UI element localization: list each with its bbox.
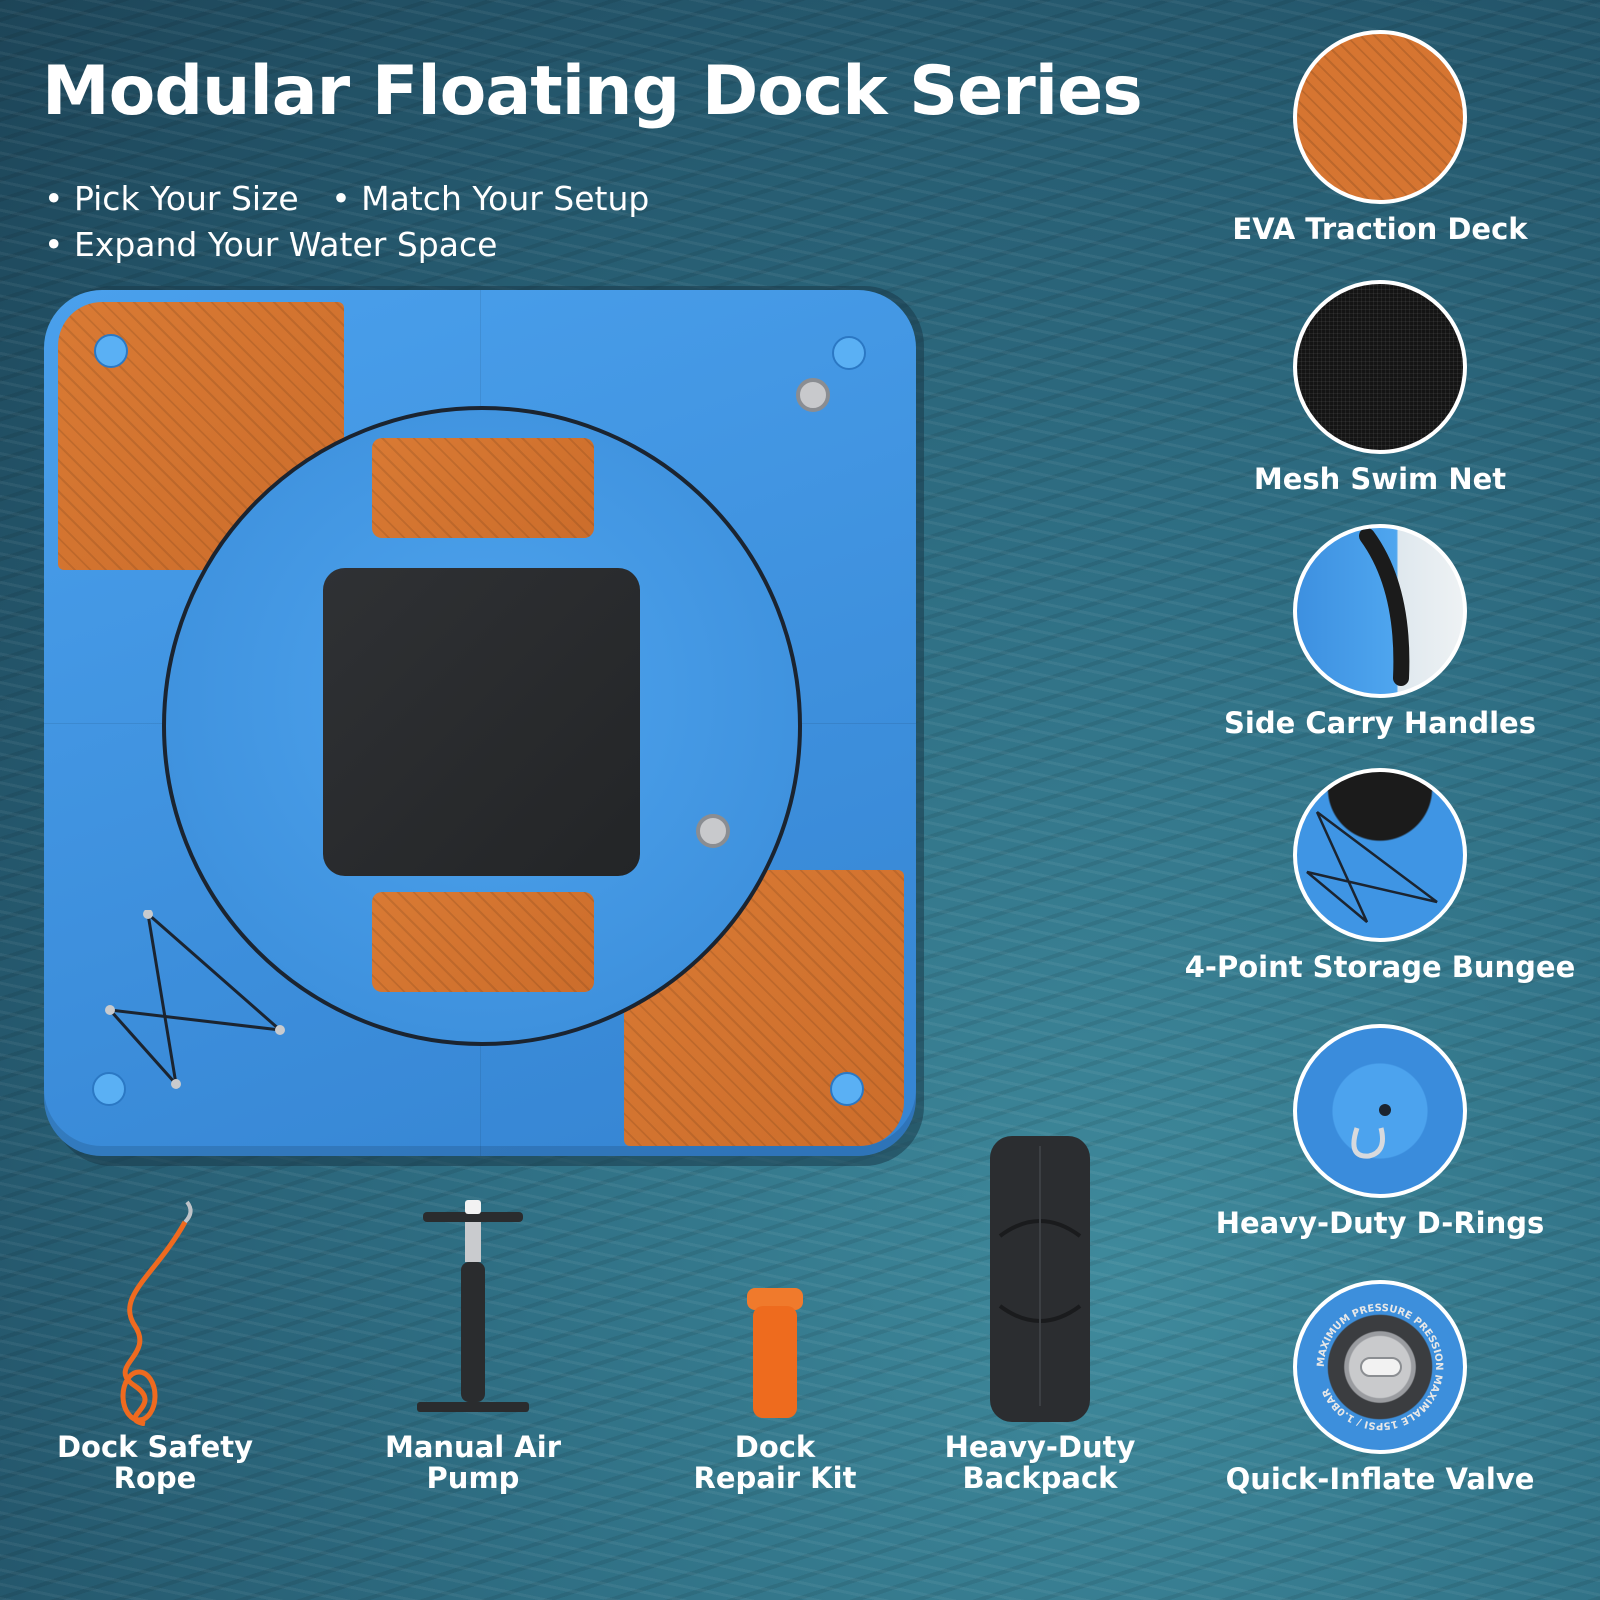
d-ring-detail-icon — [1293, 1024, 1467, 1198]
accessory-label-line1: Dock Safety — [56, 1430, 254, 1464]
feature-side-carry-handles: Side Carry Handles — [1180, 524, 1580, 740]
ring-deck-pad-bottom — [372, 892, 594, 992]
bullet-expand-space: • Expand Your Water Space — [44, 225, 498, 264]
safety-rope-icon — [120, 1200, 193, 1427]
mesh-net-swatch-icon — [1293, 280, 1467, 454]
feature-label: Side Carry Handles — [1224, 706, 1536, 740]
center-swim-net — [323, 568, 640, 876]
bungee-cord-icon — [105, 910, 285, 1089]
floating-dock-image — [44, 290, 916, 1156]
carry-handle-icon — [1293, 524, 1467, 698]
feature-storage-bungee: 4-Point Storage Bungee — [1180, 768, 1580, 984]
d-ring-icon — [92, 1072, 126, 1106]
accessory-repair-kit: Dock Repair Kit — [660, 1196, 890, 1494]
feature-label: Mesh Swim Net — [1253, 462, 1507, 496]
feature-label: Heavy-Duty D-Rings — [1215, 1206, 1545, 1240]
accessory-label-line2: Backpack — [962, 1461, 1118, 1495]
accessory-air-pump: Manual Air Pump — [358, 1196, 588, 1494]
accessory-label-line1: Heavy-Duty — [944, 1430, 1136, 1464]
repair-kit-icon — [747, 1288, 803, 1418]
feature-label: 4-Point Storage Bungee — [1184, 950, 1576, 984]
valve-icon — [796, 378, 830, 412]
accessory-label-line2: Repair Kit — [693, 1461, 857, 1495]
backpack-icon — [990, 1136, 1090, 1422]
valve-detail-icon: MAXIMUM PRESSURE PRESSION MAXIMALE 15PSI… — [1293, 1280, 1467, 1454]
d-ring-icon — [832, 336, 866, 370]
bullet-pick-size: • Pick Your Size — [44, 179, 299, 218]
d-ring-icon — [830, 1072, 864, 1106]
d-ring-icon — [94, 334, 128, 368]
accessory-backpack: Heavy-Duty Backpack — [920, 1116, 1160, 1494]
bungee-detail-icon — [1293, 768, 1467, 942]
accessory-label-line1: Dock — [734, 1430, 816, 1464]
feature-heavy-duty-d-rings: Heavy-Duty D-Rings — [1180, 1024, 1580, 1240]
accessory-label-line2: Rope — [113, 1461, 197, 1495]
feature-label: Quick-Inflate Valve — [1225, 1462, 1535, 1496]
ring-deck-pad-top — [372, 438, 594, 538]
feature-quick-inflate-valve: MAXIMUM PRESSURE PRESSION MAXIMALE 15PSI… — [1180, 1280, 1580, 1496]
accessory-safety-rope: Dock Safety Rope — [40, 1196, 270, 1494]
accessory-label-line1: Manual Air — [384, 1430, 561, 1464]
bullet-match-setup: • Match Your Setup — [331, 179, 650, 218]
feature-mesh-swim-net: Mesh Swim Net — [1180, 280, 1580, 496]
page-title: Modular Floating Dock Series — [42, 52, 1143, 131]
accessory-label-line2: Pump — [426, 1461, 520, 1495]
valve-icon — [696, 814, 730, 848]
air-pump-icon — [417, 1200, 529, 1412]
feature-eva-traction-deck: EVA Traction Deck — [1180, 30, 1580, 246]
feature-bullets: • Pick Your Size • Match Your Setup • Ex… — [44, 176, 671, 268]
feature-label: EVA Traction Deck — [1232, 212, 1528, 246]
eva-deck-swatch-icon — [1293, 30, 1467, 204]
